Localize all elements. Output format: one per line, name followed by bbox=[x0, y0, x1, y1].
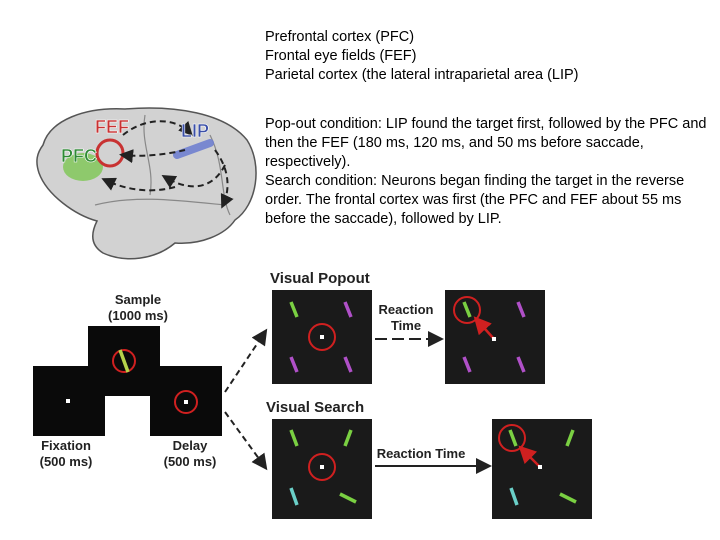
popout-fixation-circle bbox=[308, 323, 336, 351]
popout-bar-2 bbox=[343, 301, 353, 318]
area-fef: Frontal eye fields (FEF) bbox=[265, 48, 417, 64]
branch-arrow-search bbox=[224, 411, 268, 471]
sample-label: Sample bbox=[115, 292, 161, 307]
popout-target-circle bbox=[453, 296, 481, 324]
search-bar-2 bbox=[343, 429, 353, 447]
search-saccade-arrow bbox=[518, 445, 541, 468]
delay-cue-circle bbox=[174, 390, 198, 414]
search-resp-bar-3 bbox=[509, 487, 519, 506]
search-resp-bar-2 bbox=[565, 429, 575, 447]
popout-title: Visual Popout bbox=[270, 270, 370, 287]
lip-region bbox=[173, 139, 214, 159]
branch-arrow-popout bbox=[224, 328, 268, 393]
search-fixation-point bbox=[320, 465, 324, 469]
sample-duration: (1000 ms) bbox=[108, 308, 168, 323]
brain-outline bbox=[36, 107, 257, 260]
sample-cue-circle bbox=[112, 349, 136, 373]
search-title: Visual Search bbox=[266, 399, 364, 416]
search-bar-4 bbox=[339, 492, 357, 504]
pathway-arrow-4 bbox=[101, 177, 176, 192]
brain-sulcus-3 bbox=[209, 134, 231, 216]
popout-resp-bar-2 bbox=[516, 301, 526, 318]
popout-resp-fixation bbox=[492, 337, 496, 341]
popout-bar-1 bbox=[289, 301, 299, 318]
popout-resp-bar-4 bbox=[516, 356, 526, 373]
popout-bar-4 bbox=[343, 356, 353, 373]
search-resp-fixation bbox=[538, 465, 542, 469]
sample-stimulus bbox=[118, 349, 130, 373]
search-fixation-circle bbox=[308, 453, 336, 481]
pfc-region bbox=[63, 153, 103, 181]
search-bar-1 bbox=[289, 429, 299, 447]
pathway-arrow-5 bbox=[214, 149, 234, 209]
delay-duration: (500 ms) bbox=[164, 454, 217, 469]
area-lip: Parietal cortex (the lateral intrapariet… bbox=[265, 67, 579, 83]
search-target-circle bbox=[498, 424, 526, 452]
popout-resp-bar-3 bbox=[462, 356, 472, 373]
task-diagram: Sample (1000 ms) Fixation (500 ms) Delay… bbox=[33, 270, 592, 519]
search-finding: Search condition: Neurons began finding … bbox=[265, 173, 685, 227]
area-pfc: Prefrontal cortex (PFC) bbox=[265, 29, 415, 45]
brain-diagram: FEF LIP PFC bbox=[36, 107, 257, 260]
popout-rt-label-1: Reaction bbox=[379, 302, 434, 317]
area-list: Prefrontal cortex (PFC) Frontal eye fiel… bbox=[265, 28, 705, 85]
fixation-label: Fixation bbox=[41, 438, 91, 453]
fixation-duration: (500 ms) bbox=[40, 454, 93, 469]
delay-label: Delay bbox=[173, 438, 208, 453]
search-resp-bar-4 bbox=[559, 492, 577, 504]
search-bar-3 bbox=[289, 487, 299, 506]
pfc-label: PFC bbox=[61, 146, 97, 166]
search-resp-bar-1 bbox=[508, 429, 518, 447]
search-rt-label: Reaction Time bbox=[377, 446, 466, 461]
popout-finding: Pop-out condition: LIP found the target … bbox=[265, 116, 707, 170]
popout-resp-bar-1 bbox=[462, 301, 472, 318]
popout-bar-3 bbox=[289, 356, 299, 373]
delay-fixation-point bbox=[184, 400, 188, 404]
findings-text: Pop-out condition: LIP found the target … bbox=[265, 115, 710, 229]
popout-fixation-point bbox=[320, 335, 324, 339]
brain-sulcus-2 bbox=[94, 198, 226, 206]
lip-label: LIP bbox=[181, 121, 209, 141]
pathway-arrow-3 bbox=[161, 164, 226, 189]
popout-saccade-arrow bbox=[473, 316, 495, 340]
fixation-point bbox=[66, 399, 70, 403]
popout-rt-label-2: Time bbox=[391, 318, 421, 333]
fef-label: FEF bbox=[95, 117, 129, 137]
pathway-arrow-2 bbox=[119, 149, 186, 164]
